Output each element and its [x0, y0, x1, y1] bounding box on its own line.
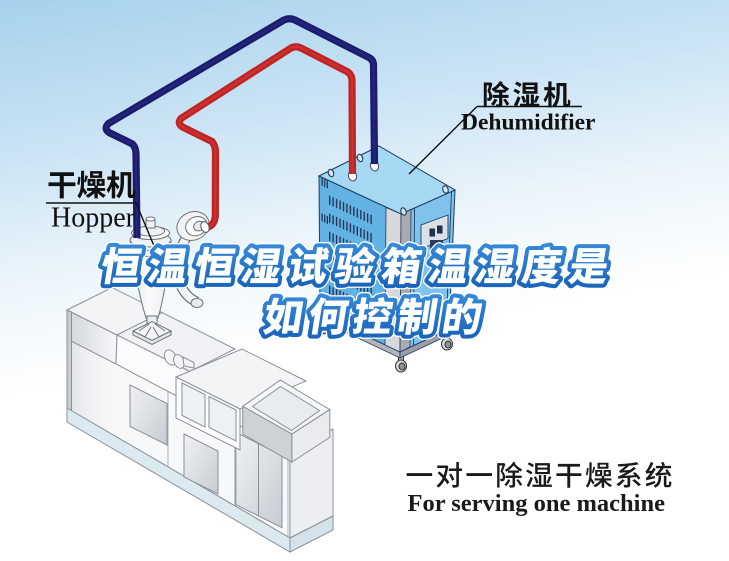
svg-text:For serving one machine: For serving one machine	[408, 490, 666, 517]
svg-text:Dehumidifier: Dehumidifier	[461, 110, 595, 136]
svg-text:Hopper: Hopper	[51, 203, 136, 234]
